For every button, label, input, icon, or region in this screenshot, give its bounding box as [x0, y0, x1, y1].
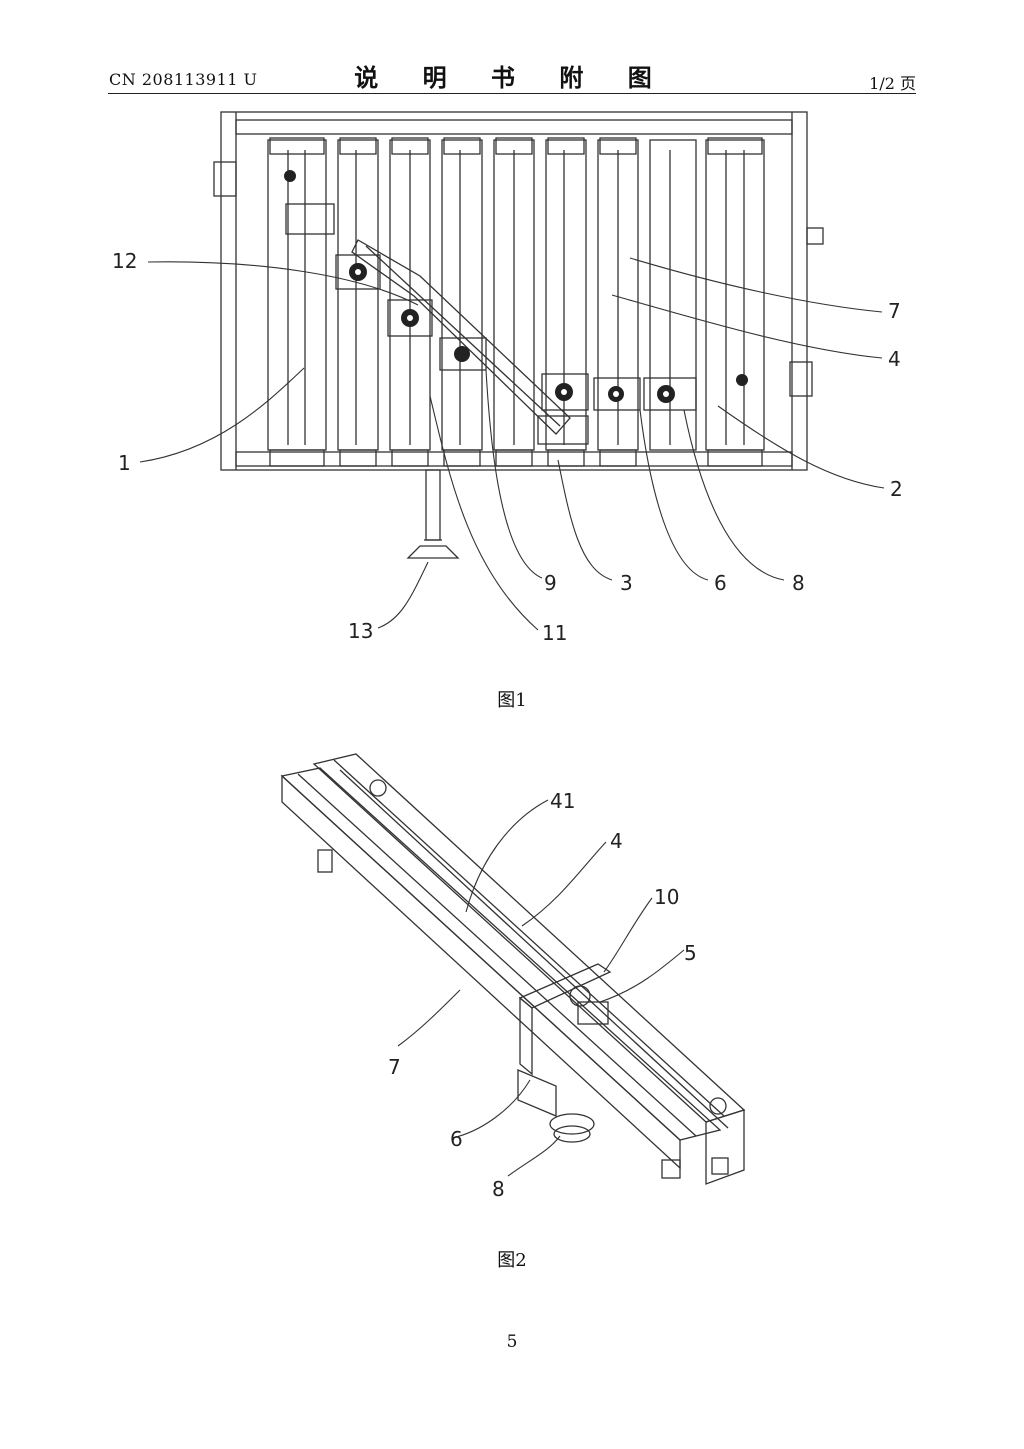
fig1-label-1: 1: [118, 451, 131, 475]
header-rule: [108, 93, 916, 94]
lower-rail-top: [280, 767, 722, 1141]
rollers: [284, 170, 748, 403]
fig2-label-5: 5: [684, 941, 697, 965]
fig1-label-11: 11: [542, 621, 567, 645]
slider-block-side: [519, 996, 533, 1076]
leader-lines: [139, 257, 885, 631]
figure-2-caption: 图2: [497, 1250, 527, 1271]
fig1-label-3: 3: [620, 571, 633, 595]
slat-brackets: [269, 137, 763, 467]
lower-block: [517, 1069, 557, 1117]
slider-window: [577, 1001, 609, 1025]
slider-screw: [569, 985, 591, 1007]
fig1-label-13: 13: [348, 619, 373, 643]
fig2-label-10: 10: [654, 885, 679, 909]
mounting-hole: [709, 1097, 727, 1115]
page-indicator: 1/2 页: [869, 74, 916, 93]
fig2-label-4: 4: [610, 829, 623, 853]
fig2-label-8: 8: [492, 1177, 505, 1201]
publication-number: CN 208113911 U: [109, 70, 258, 89]
fig1-label-12: 12: [112, 249, 137, 273]
figure-1-caption: 图1: [497, 690, 527, 711]
roller-wheel: [549, 1113, 595, 1135]
fig1-label-9: 9: [544, 571, 557, 595]
figure-1-drawing: 12 7 4 1 2 9 3 6 8 13 11: [112, 111, 903, 645]
fig1-label-8: 8: [792, 571, 805, 595]
fig2-label-6: 6: [450, 1127, 463, 1151]
mounting-hole: [369, 779, 387, 797]
top-chain: [235, 119, 793, 135]
fig1-label-2: 2: [890, 477, 903, 501]
fig1-label-4: 4: [888, 347, 901, 371]
fig2-label-41: 41: [550, 789, 575, 813]
page-title: 说 明 书 附 图: [354, 63, 670, 92]
diagonal-guide-rail: [351, 239, 571, 435]
page-number: 5: [506, 1332, 518, 1352]
fig2-label-7: 7: [388, 1055, 401, 1079]
fig1-label-7: 7: [888, 299, 901, 323]
leader-lines: [397, 799, 685, 1177]
support-foot: [406, 545, 460, 559]
upper-rail-end: [705, 1109, 745, 1185]
figure-2-drawing: 41 4 10 5 7 6 8: [280, 753, 746, 1201]
vertical-slats: [267, 139, 765, 451]
frame-outline: [220, 111, 808, 471]
support-shaft: [425, 469, 441, 541]
roller-blocks: [285, 203, 697, 445]
fig1-label-6: 6: [714, 571, 727, 595]
